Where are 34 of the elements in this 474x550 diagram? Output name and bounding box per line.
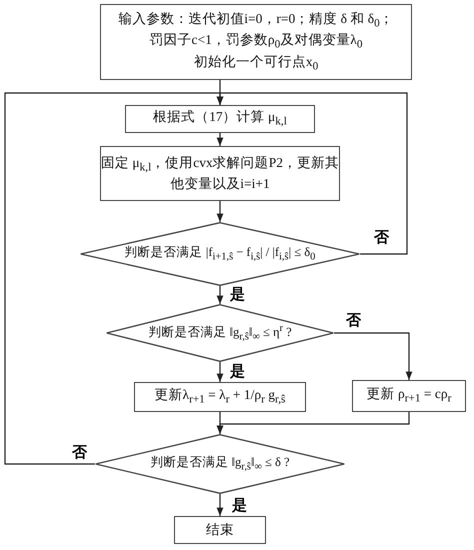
- arrow: [216, 201, 224, 222]
- process-box: [100, 146, 340, 201]
- edge-label: 否: [70, 444, 89, 460]
- edge-label: 否: [372, 229, 391, 246]
- node-text: 输入参数：迭代初值i=0，r=0；精度 δ 和 δ$_{0}$；: [118, 10, 394, 32]
- decision-diamond: [95, 434, 345, 494]
- arrow: [216, 494, 224, 516]
- node-text: 罚因子c<1，罚参数ρ$_{0}$及对偶变量λ$_{0}$: [150, 31, 362, 53]
- edge-label: 是: [228, 363, 247, 380]
- decision-diamond: [80, 222, 360, 286]
- end-box: [174, 516, 266, 544]
- arrow: [216, 412, 410, 434]
- node-text: 固定 μ$_{k,l}$，使用cvx求解问题P2，更新其他变量以及i=i+1: [101, 154, 339, 193]
- process-box: [125, 105, 315, 133]
- arrow: [216, 286, 224, 304]
- node-text: 更新 ρ$_{r+1}$ = cρ$_{r}$: [366, 385, 452, 407]
- node-text: 判断是否满足 ‖g$_{r,ŝ}$‖$_{∞}$ ≤ δ ?: [150, 454, 290, 474]
- node-text: 判断是否满足 |f$_{i+1,ŝ}$ − f$_{i,ŝ}$| / |f$_{i,ŝ}$| ≤ δ$_{0}$: [124, 244, 316, 264]
- node-text: 结束: [206, 521, 234, 539]
- decision-diamond: [106, 304, 334, 362]
- arrow: [4, 92, 224, 465]
- node-text: 初始化一个可行点x$_{0}$: [194, 52, 318, 74]
- edge-label: 是: [228, 286, 247, 302]
- edge-label: 否: [344, 312, 363, 328]
- arrow: [216, 362, 224, 382]
- node-text: 判断是否满足 ‖g$_{r,ŝ}$‖$_{∞}$ ≤ η$^{r}$ ?: [148, 322, 292, 344]
- process-box: [134, 382, 306, 412]
- node-text: 根据式（17）计算 μ$_{k,l}$: [153, 108, 287, 130]
- arrow: [216, 133, 224, 146]
- process-box: [100, 4, 412, 80]
- node-text: 更新λ$_{r+1}$ = λ$_{r}$ + 1/ρ$_{r}$ g$_{r,ŝ}$: [154, 386, 286, 408]
- edge-label: 是: [230, 497, 249, 514]
- arrow: [334, 332, 412, 380]
- process-box: [352, 380, 466, 412]
